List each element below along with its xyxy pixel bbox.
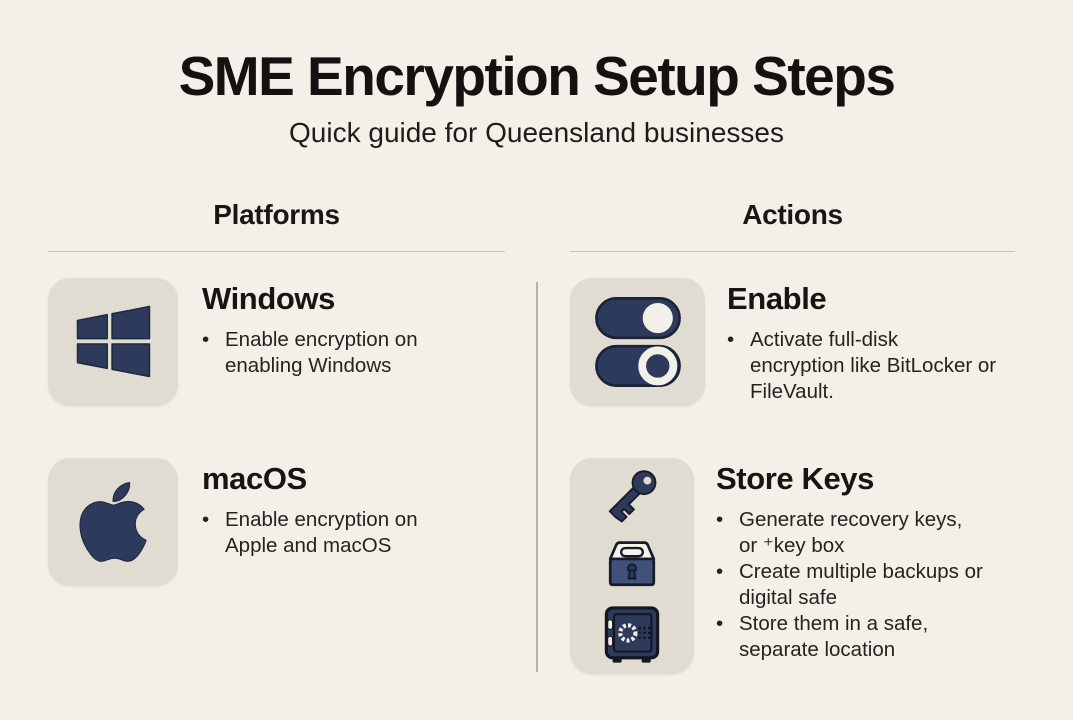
- page-title: SME Encryption Setup Steps: [178, 45, 896, 107]
- platform-row-macos: macOS • Enable encryption on Apple and m…: [48, 458, 418, 586]
- bullet-item: • Store them in a safe, separate locatio…: [716, 611, 983, 663]
- column-header-platforms: Platforms: [213, 199, 340, 230]
- windows-bullet-list: • Enable encryption on enabling Windows: [202, 327, 418, 379]
- macos-text-block: macOS • Enable encryption on Apple and m…: [202, 458, 418, 559]
- enable-bullet-list: • Activate full-disk encryption like Bit…: [727, 327, 996, 405]
- page-subtitle: Quick guide for Queensland businesses: [289, 117, 784, 148]
- column-divider: [536, 282, 538, 672]
- bullet-marker: •: [716, 612, 724, 636]
- enable-heading: Enable: [727, 281, 827, 316]
- column-header-actions: Actions: [742, 199, 843, 230]
- bullet-marker: •: [202, 508, 210, 532]
- bullet-item: • Activate full-disk encryption like Bit…: [727, 327, 996, 405]
- windows-icon-card: [48, 278, 178, 406]
- bullet-item: • Create multiple backups or digital saf…: [716, 559, 983, 611]
- bullet-marker: •: [716, 560, 724, 584]
- bullet-text: Activate full-disk encryption like BitLo…: [750, 328, 997, 404]
- windows-text-block: Windows • Enable encryption on enabling …: [202, 278, 418, 379]
- lockbox-icon: [608, 541, 656, 587]
- enable-text-block: Enable • Activate full-disk encryption l…: [727, 278, 996, 405]
- bullet-item: • Enable encryption on Apple and macOS: [202, 507, 418, 559]
- bullet-marker: •: [202, 328, 210, 352]
- safe-icon: [604, 606, 660, 663]
- platforms-header-underline: [48, 251, 505, 252]
- bullet-text: Generate recovery keys, or ⁺key box: [739, 508, 963, 558]
- store-keys-bullet-list: • Generate recovery keys, or ⁺key box • …: [716, 507, 983, 663]
- bullet-item: • Enable encryption on enabling Windows: [202, 327, 418, 379]
- macos-heading: macOS: [202, 461, 307, 496]
- bullet-text: Enable encryption on Apple and macOS: [225, 508, 418, 558]
- toggle-switches-icon: [594, 297, 681, 387]
- platform-row-windows: Windows • Enable encryption on enabling …: [48, 278, 418, 406]
- actions-header-underline: [570, 251, 1015, 252]
- action-row-enable: Enable • Activate full-disk encryption l…: [570, 278, 996, 406]
- windows-heading: Windows: [202, 281, 335, 316]
- key-icon: [608, 470, 657, 523]
- store-keys-icon-card: [570, 458, 694, 674]
- windows-logo-icon: [76, 305, 151, 378]
- bullet-marker: •: [727, 328, 735, 352]
- macos-icon-card: [48, 458, 178, 586]
- enable-icon-card: [570, 278, 705, 406]
- action-row-store-keys: Store Keys • Generate recovery keys, or …: [570, 458, 983, 674]
- bullet-text: Enable encryption on enabling Windows: [225, 328, 418, 378]
- apple-logo-icon: [79, 482, 147, 562]
- store-keys-heading: Store Keys: [716, 461, 874, 496]
- macos-bullet-list: • Enable encryption on Apple and macOS: [202, 507, 418, 559]
- bullet-marker: •: [716, 508, 724, 532]
- bullet-item: • Generate recovery keys, or ⁺key box: [716, 507, 983, 559]
- bullet-text: Create multiple backups or digital safe: [739, 560, 983, 610]
- store-keys-text-block: Store Keys • Generate recovery keys, or …: [716, 458, 983, 663]
- bullet-text: Store them in a safe, separate location: [739, 612, 929, 662]
